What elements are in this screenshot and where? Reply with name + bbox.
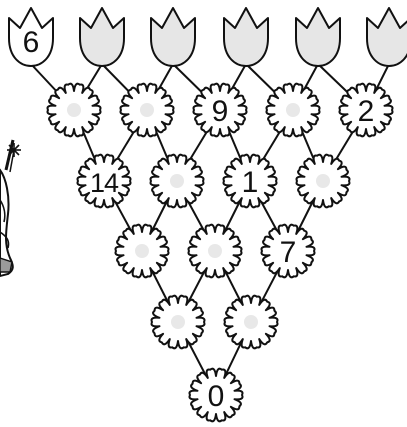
flower-cell-r2-4[interactable] bbox=[297, 155, 350, 208]
flower-number: 7 bbox=[280, 236, 297, 269]
empty-center-dot bbox=[316, 174, 330, 188]
tulip-icon bbox=[151, 8, 195, 66]
tulip-cell-1[interactable]: 6 bbox=[9, 8, 53, 66]
tulip-icon bbox=[224, 8, 268, 66]
tulip-cell-5[interactable] bbox=[296, 8, 340, 66]
sparkle-icon bbox=[7, 143, 21, 157]
flower-cell-r3-3[interactable]: 7 bbox=[262, 225, 315, 278]
flower-cell-r1-3[interactable]: 9 bbox=[194, 84, 247, 137]
flower-number: 9 bbox=[212, 95, 229, 128]
empty-center-dot bbox=[67, 103, 81, 117]
flower-number: 0 bbox=[208, 380, 225, 413]
flower-cell-r5-1[interactable]: 0 bbox=[190, 369, 243, 422]
empty-center-dot bbox=[140, 103, 154, 117]
flower-cell-r3-1[interactable] bbox=[116, 225, 169, 278]
empty-center-dot bbox=[171, 315, 185, 329]
empty-center-dot bbox=[170, 174, 184, 188]
flower-number: 14 bbox=[90, 168, 119, 198]
tulip-row: 6 bbox=[9, 8, 407, 66]
tulip-icon bbox=[296, 8, 340, 66]
tulip-number: 6 bbox=[23, 26, 40, 59]
flower-cell-r1-5[interactable]: 2 bbox=[340, 84, 393, 137]
flower-cell-r4-1[interactable] bbox=[152, 296, 205, 349]
flower-cell-r1-2[interactable] bbox=[121, 84, 174, 137]
tulip-icon bbox=[80, 8, 124, 66]
flower-cell-r2-2[interactable] bbox=[151, 155, 204, 208]
flower-cell-r3-2[interactable] bbox=[189, 225, 242, 278]
flower-cell-r1-1[interactable] bbox=[48, 84, 101, 137]
tulip-cell-6[interactable] bbox=[367, 8, 407, 66]
flower-number: 1 bbox=[242, 166, 259, 199]
cartoon-character-figure bbox=[0, 140, 21, 276]
empty-center-dot bbox=[208, 244, 222, 258]
tulip-cell-4[interactable] bbox=[224, 8, 268, 66]
flower-cell-r2-3[interactable]: 1 bbox=[224, 155, 277, 208]
empty-center-dot bbox=[244, 315, 258, 329]
empty-center-dot bbox=[286, 103, 300, 117]
empty-center-dot bbox=[135, 244, 149, 258]
flower-cell-r2-1[interactable]: 14 bbox=[78, 155, 131, 208]
tulip-cell-3[interactable] bbox=[151, 8, 195, 66]
flower-cell-r4-2[interactable] bbox=[225, 296, 278, 349]
flower-cell-r1-4[interactable] bbox=[267, 84, 320, 137]
flower-number: 2 bbox=[358, 95, 375, 128]
tulip-icon bbox=[367, 8, 407, 66]
tulip-cell-2[interactable] bbox=[80, 8, 124, 66]
flower-pyramid: 9 2 14 1 7 0 bbox=[48, 84, 393, 422]
